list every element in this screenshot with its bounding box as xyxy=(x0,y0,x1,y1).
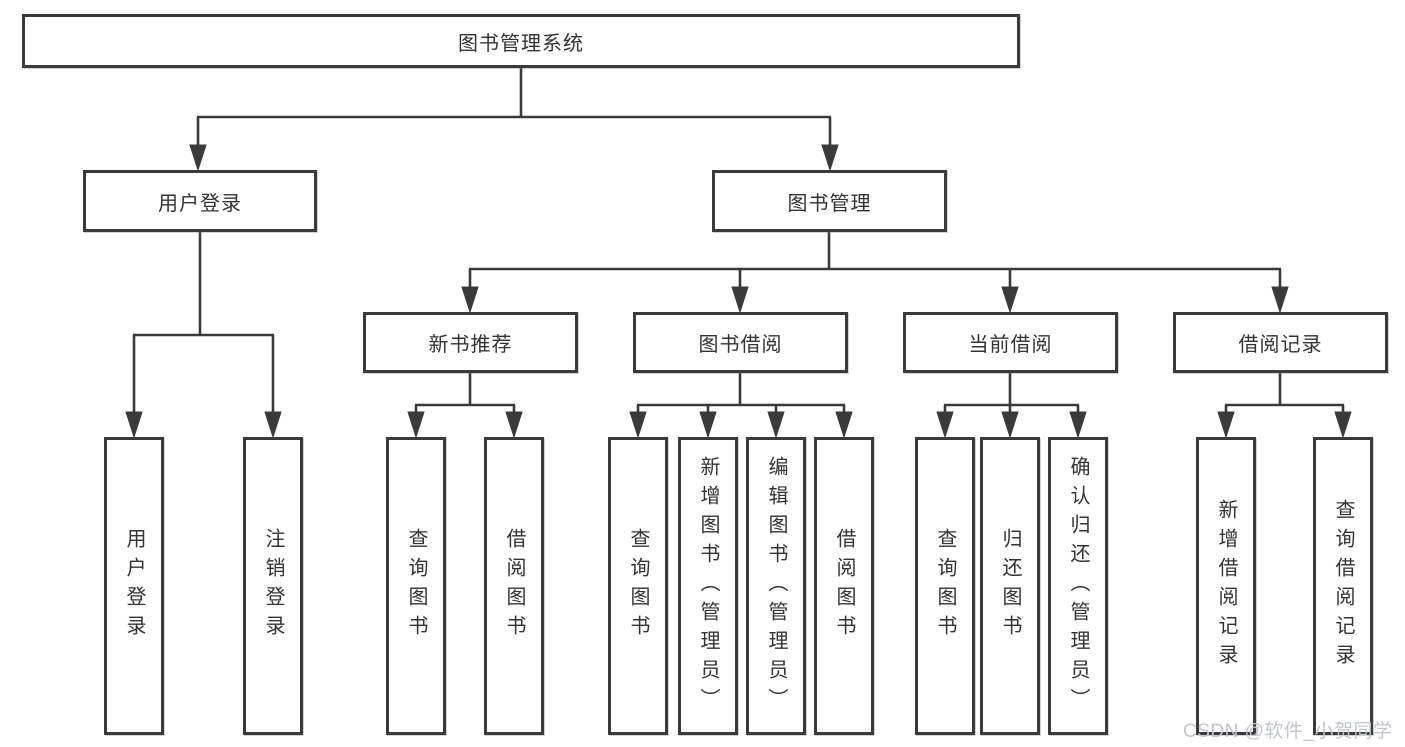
csdn-watermark: CSDN @软件_小贺同学 xyxy=(1183,721,1393,742)
leaf-user-login-label: 用户登录 xyxy=(123,528,145,644)
leaf-query-book-recommend: 查询图书 xyxy=(386,437,446,735)
node-new-book-recommend: 新书推荐 xyxy=(363,312,578,373)
node-book-management: 图书管理 xyxy=(712,170,947,232)
leaf-query-book-recommend-label: 查询图书 xyxy=(405,528,427,644)
leaf-logout-label: 注销登录 xyxy=(262,528,284,644)
leaf-confirm-return-admin-label: 确认归还（管理员） xyxy=(1067,455,1089,717)
leaf-logout: 注销登录 xyxy=(243,437,303,735)
leaf-return-book: 归还图书 xyxy=(980,437,1040,735)
leaf-edit-book-admin: 编辑图书（管理员） xyxy=(746,437,806,735)
leaf-add-borrow-record: 新增借阅记录 xyxy=(1196,437,1256,735)
leaf-query-book-current-label: 查询图书 xyxy=(934,528,956,644)
leaf-add-book-admin: 新增图书（管理员） xyxy=(678,437,738,735)
leaf-borrow-book: 借阅图书 xyxy=(814,437,874,735)
leaf-return-book-label: 归还图书 xyxy=(999,528,1021,644)
leaf-borrow-book-recommend: 借阅图书 xyxy=(484,437,544,735)
leaf-user-login: 用户登录 xyxy=(104,437,164,735)
leaf-edit-book-admin-label: 编辑图书（管理员） xyxy=(765,455,787,717)
leaf-query-borrow-record: 查询借阅记录 xyxy=(1313,437,1373,735)
leaf-confirm-return-admin: 确认归还（管理员） xyxy=(1048,437,1108,735)
leaf-query-book-current: 查询图书 xyxy=(915,437,975,735)
leaf-add-book-admin-label: 新增图书（管理员） xyxy=(697,455,719,717)
leaf-add-borrow-record-label: 新增借阅记录 xyxy=(1215,499,1237,673)
node-book-borrow: 图书借阅 xyxy=(633,312,848,373)
node-current-borrow: 当前借阅 xyxy=(903,312,1118,373)
leaf-query-borrow-record-label: 查询借阅记录 xyxy=(1332,499,1354,673)
leaf-borrow-book-label: 借阅图书 xyxy=(833,528,855,644)
leaf-query-book-borrow: 查询图书 xyxy=(608,437,668,735)
leaf-borrow-book-recommend-label: 借阅图书 xyxy=(503,528,525,644)
node-borrow-records: 借阅记录 xyxy=(1173,312,1388,373)
node-user-login: 用户登录 xyxy=(83,170,317,232)
leaf-query-book-borrow-label: 查询图书 xyxy=(627,528,649,644)
node-library-system: 图书管理系统 xyxy=(22,14,1020,68)
